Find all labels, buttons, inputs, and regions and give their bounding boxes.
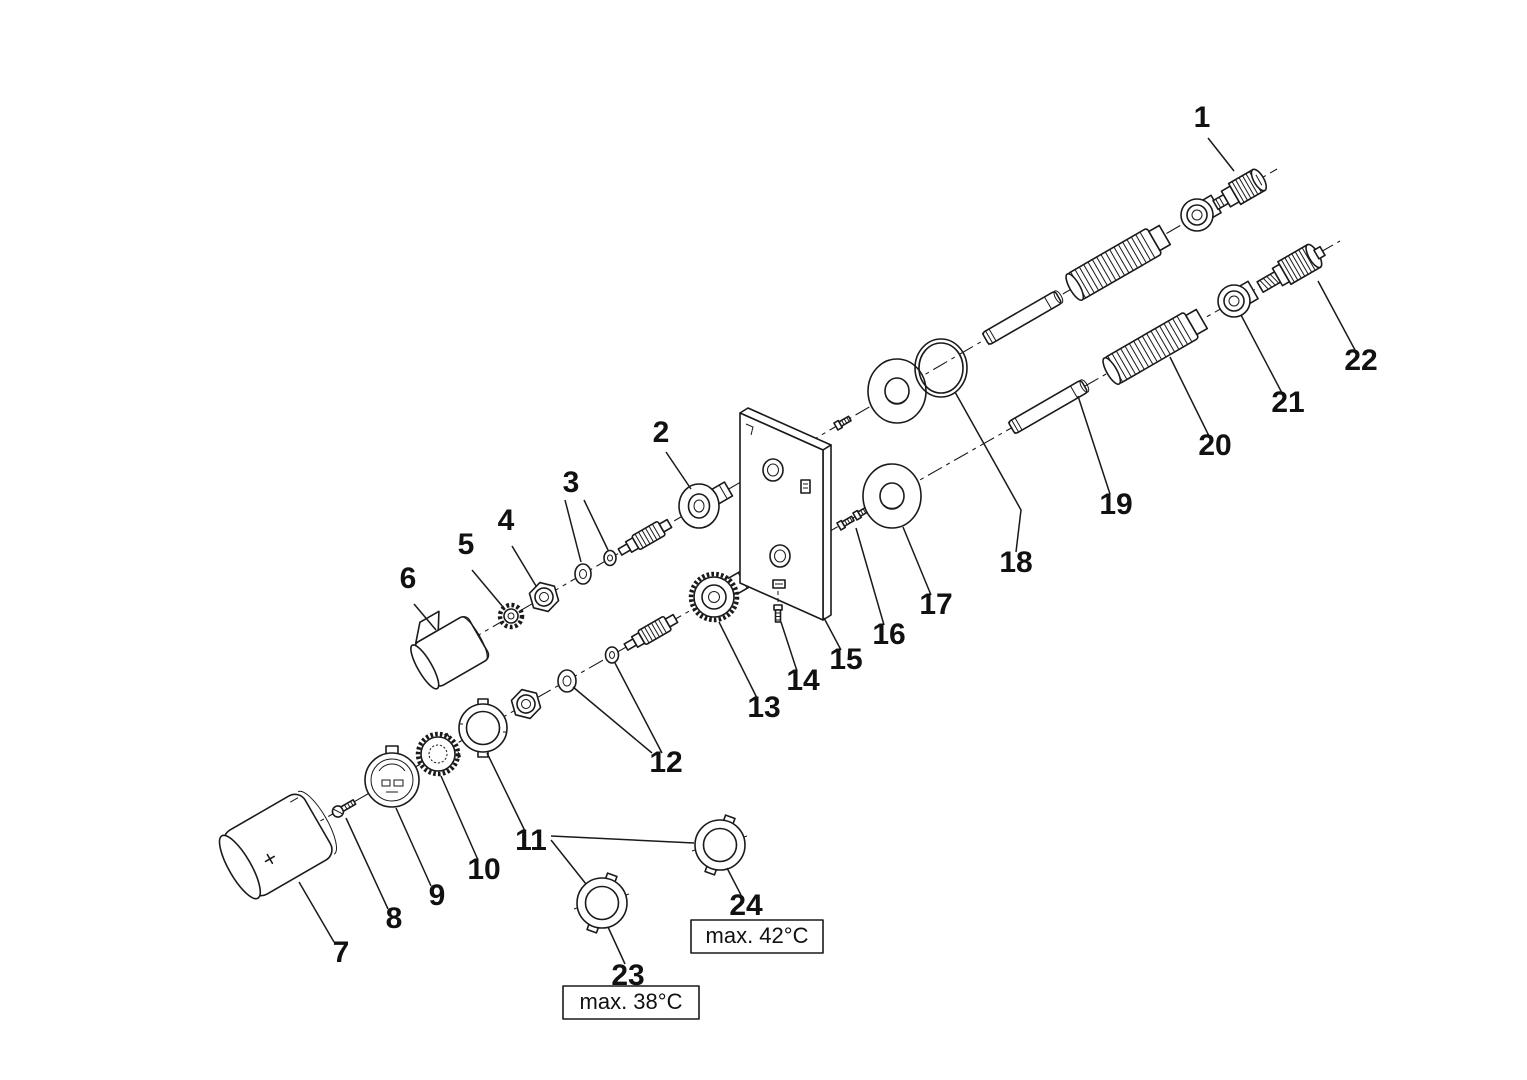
part-21-union-nut — [1217, 280, 1259, 318]
callout-2: 2 — [653, 416, 670, 449]
part-17-escutcheon — [862, 463, 922, 529]
callout-22: 22 — [1344, 344, 1377, 377]
callout-15: 15 — [829, 643, 862, 676]
callout-11: 11 — [515, 824, 547, 857]
part-8-screw — [331, 799, 357, 818]
note-max42-label: max. 42°C — [706, 923, 809, 948]
leader-lines — [298, 137, 1356, 965]
note-max38: max. 38°C — [562, 985, 700, 1020]
callout-16: 16 — [872, 618, 905, 651]
part-15-mounting-plate — [739, 407, 832, 621]
part-3-washer-large — [574, 563, 592, 585]
callout-6: 6 — [400, 562, 417, 595]
callout-17: 17 — [919, 588, 952, 621]
callout-8: 8 — [386, 902, 403, 935]
part-12-washer-small — [604, 646, 620, 664]
part-16-screws — [833, 415, 871, 531]
part-hex-nut-lower — [510, 688, 542, 720]
part-2-flange — [678, 481, 734, 529]
part-14-set-screw — [773, 591, 783, 623]
callout-10: 10 — [467, 853, 500, 886]
callout-18: 18 — [999, 546, 1032, 579]
part-10-knurled-ring — [415, 731, 461, 777]
part-1-cartridge — [1212, 168, 1268, 211]
part-7-handle-knob — [218, 790, 337, 900]
part-23-stop-ring-38 — [573, 872, 630, 934]
part-union-nut-upper — [1180, 194, 1222, 232]
callout-7: 7 — [333, 936, 350, 969]
callout-5: 5 — [458, 528, 475, 561]
callout-14: 14 — [786, 664, 820, 697]
part-18-o-ring — [914, 338, 968, 398]
callout-21: 21 — [1271, 386, 1304, 419]
part-valve-stem-upper — [617, 518, 673, 556]
part-5-splined-adapter — [497, 602, 525, 630]
part-extension-tube-upper — [981, 290, 1064, 346]
callout-19: 19 — [1099, 488, 1132, 521]
part-11-stop-ring-carrier — [458, 698, 508, 758]
note-max42: max. 42°C — [690, 919, 824, 954]
callout-9: 9 — [429, 879, 446, 912]
callout-1: 1 — [1194, 101, 1211, 134]
part-12-washer-large — [557, 669, 577, 693]
part-24-stop-ring-42 — [691, 814, 748, 876]
callout-3: 3 — [563, 466, 580, 499]
part-threaded-sleeve-upper — [1065, 224, 1172, 302]
part-3-washer-small — [603, 549, 617, 567]
callout-4: 4 — [498, 504, 515, 537]
callout-24: 24 — [729, 889, 763, 922]
callout-labels: 1 2 3 4 5 6 7 8 9 10 11 12 13 14 15 16 1… — [333, 101, 1378, 992]
part-19-extension-tube — [1007, 379, 1090, 435]
callout-20: 20 — [1198, 429, 1231, 462]
callout-12: 12 — [649, 746, 682, 779]
part-6-lever-sleeve — [410, 610, 490, 690]
part-20-threaded-sleeve — [1102, 308, 1209, 386]
part-4-hex-nut — [528, 581, 560, 613]
part-9-stop-ring — [364, 745, 420, 808]
part-valve-stem-lower — [623, 613, 679, 651]
callout-13: 13 — [747, 691, 780, 724]
part-escutcheon-upper — [867, 358, 927, 424]
part-22-cartridge — [1256, 243, 1326, 293]
note-max38-label: max. 38°C — [580, 989, 683, 1014]
